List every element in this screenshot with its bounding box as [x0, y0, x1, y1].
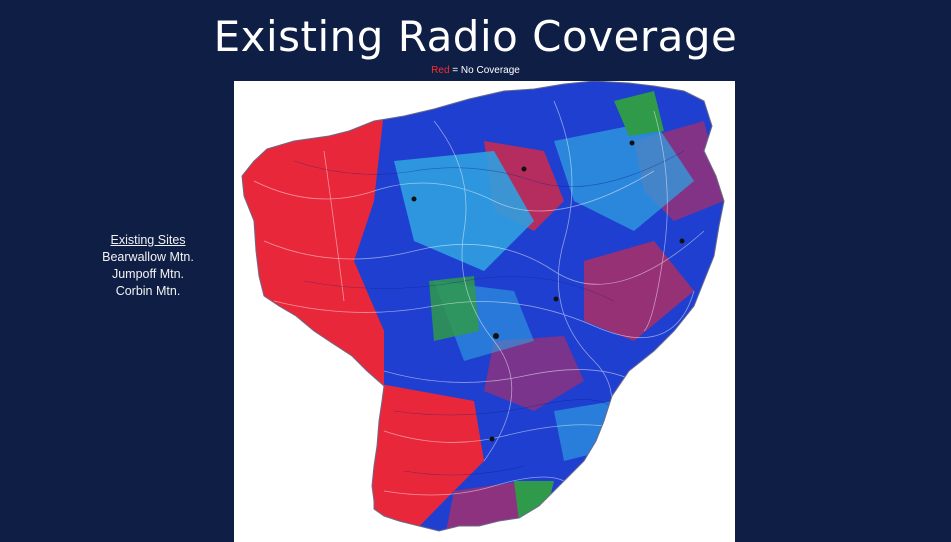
- legend-red-label: Red: [431, 65, 450, 76]
- site-item: Corbin Mtn.: [115, 284, 181, 298]
- site-item: Jumpoff Mtn.: [111, 267, 185, 281]
- sites-heading: Existing Sites: [110, 233, 186, 247]
- site-item: Bearwallow Mtn.: [102, 250, 194, 264]
- map-site-marker: [629, 140, 635, 146]
- map-site-marker: [493, 333, 499, 339]
- map-site-marker: [489, 436, 495, 442]
- coverage-map-image: [234, 81, 735, 542]
- county-boundary: [241, 81, 725, 532]
- legend-description: = No Coverage: [449, 65, 520, 76]
- map-site-marker: [521, 166, 527, 172]
- existing-sites-list: Existing Sites Bearwallow Mtn. Jumpoff M…: [60, 232, 236, 300]
- map-site-marker: [553, 296, 559, 302]
- coverage-layer: [242, 81, 724, 531]
- map-site-marker: [411, 196, 417, 202]
- map-site-marker: [679, 238, 685, 244]
- coverage-map: [241, 81, 725, 532]
- coverage-legend: Red = No Coverage: [0, 64, 951, 78]
- site-markers: [411, 140, 685, 442]
- slide-title: Existing Radio Coverage: [213, 12, 738, 61]
